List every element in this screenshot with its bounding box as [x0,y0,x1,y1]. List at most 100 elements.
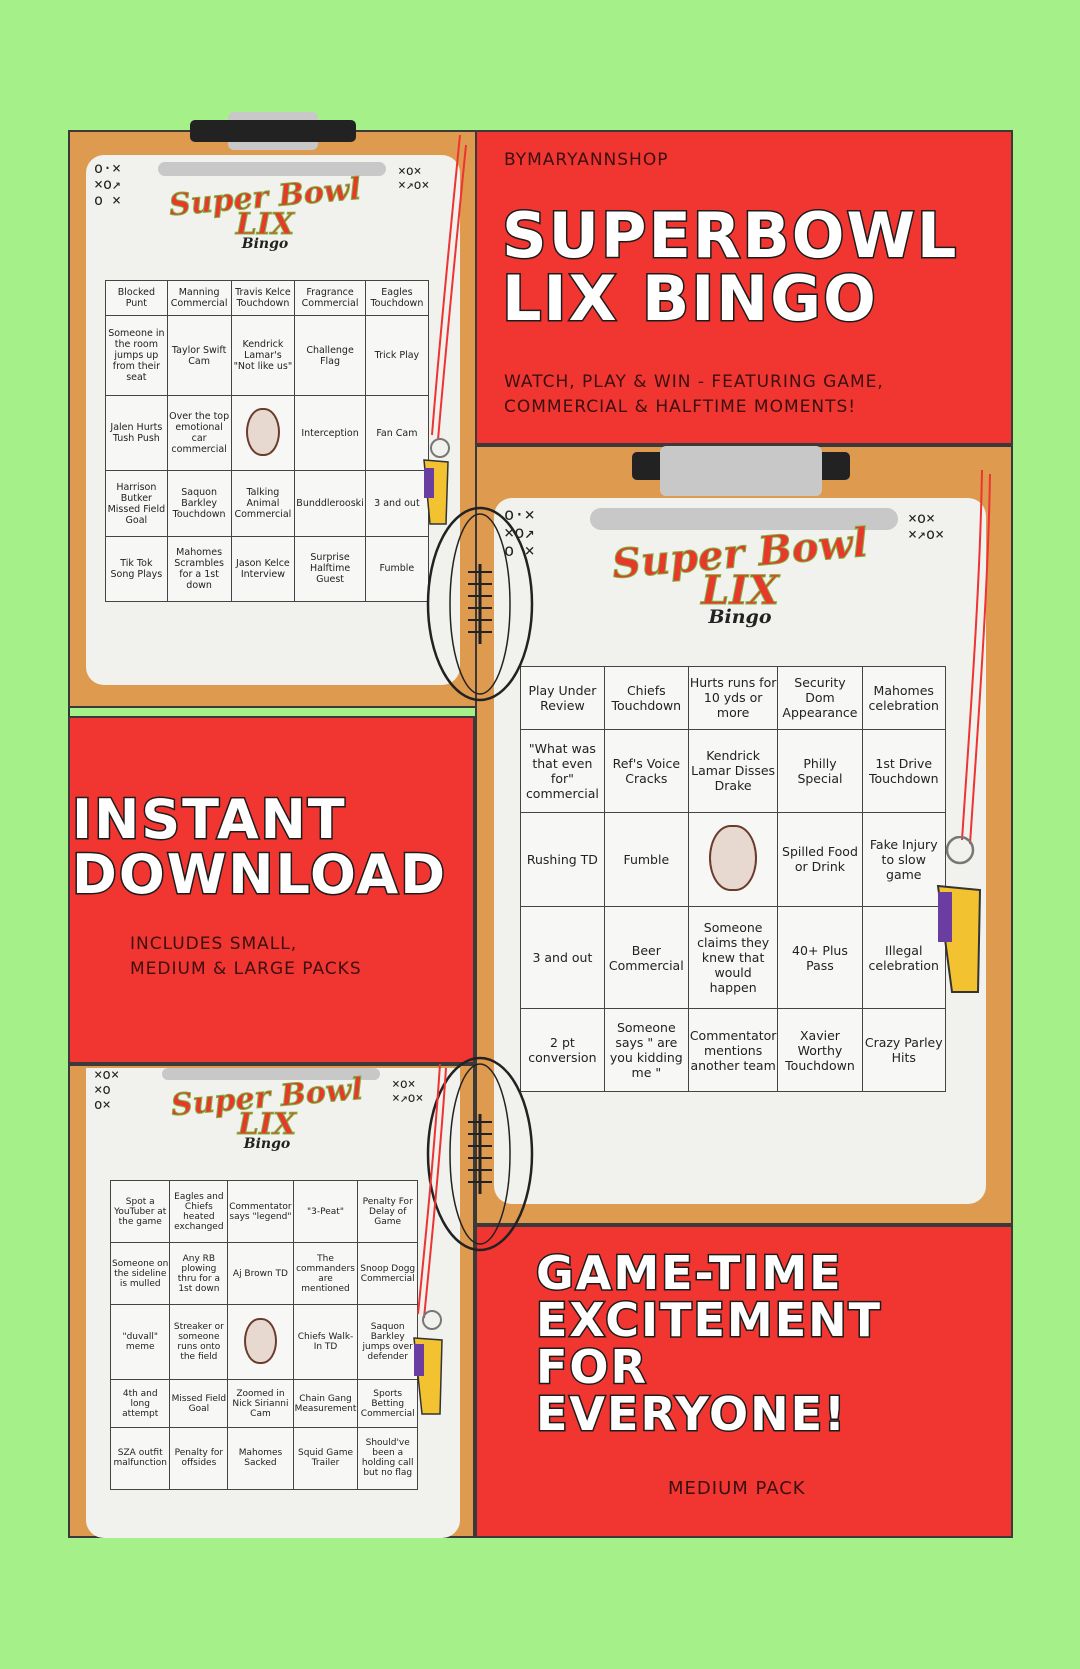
logo-line3: Bingo [241,236,289,252]
title-line-1: SUPERBOWL [500,199,959,272]
logo-super-bowl-lix-small-bottom: Super Bowl LIX Bingo [162,1071,372,1152]
subtitle-line-2: COMMERCIAL & HALFTIME MOMENTS! [504,397,857,417]
bingo-cell: Rushing TD [520,811,605,908]
bingo-cell: "What was that even for" commercial [520,728,605,813]
bingo-cell: 1st Drive Touchdown [861,728,946,813]
whistle-icon [423,438,450,525]
panel-instant-download [68,716,475,1064]
bingo-cell: Kendrick Lamar's "Not like us" [230,314,296,397]
bingo-cell: 3 and out [364,470,430,537]
bingo-cell: Beer Commercial [603,906,689,1010]
subtitle-line-1: WATCH, PLAY & WIN - FEATURING GAME, [504,372,884,392]
bingo-cell: Play Under Review [520,666,605,730]
bingo-cell: Someone in the room jumps up from their … [105,314,168,397]
bingo-cell: Chain Gang Measurement [292,1379,359,1428]
free-space-cell [227,1304,294,1381]
clipboard-clip-base-medium [590,508,898,530]
clipboard-clip-medium-icon [660,446,822,496]
bingo-cell: 40+ Plus Pass [777,906,863,1010]
title-line-2: LIX BINGO [500,262,878,336]
bingo-cell: Taylor Swift Cam [166,314,232,397]
bingo-cell: Snoop Dogg Commercial [357,1242,418,1306]
excitement-line-4: EVERYONE! [535,1386,848,1441]
logo-line3-b: Bingo [243,1136,291,1152]
bingo-cell: Penalty for offsides [169,1426,229,1491]
instant-line-2: DOWNLOAD [70,843,448,907]
bingo-cell: Mahomes Sacked [227,1426,294,1491]
logo-super-bowl-lix-small-top: Super Bowl LIX Bingo [160,171,370,252]
bingo-cell: Harrison Butker Missed Field Goal [105,470,168,537]
bingo-cell: Chiefs Touchdown [603,666,689,730]
bingo-cell: Zoomed in Nick Sirianni Cam [227,1379,294,1428]
bingo-cell: Missed Field Goal [169,1379,229,1428]
bingo-cell: Sports Betting Commercial [357,1379,418,1428]
bingo-cell: Fan Cam [364,395,430,472]
free-space-cell [687,811,779,908]
bingo-cell: 4th and long attempt [109,1379,171,1428]
bingo-cell: Talking Animal Commercial [230,470,296,537]
bingo-cell: Someone claims they knew that would happ… [687,906,779,1010]
bingo-cell: SZA outfit malfunction [109,1426,171,1491]
bingo-cell: Spilled Food or Drink [777,811,863,908]
logo-line2-b: LIX [237,1107,297,1143]
logo-line2: LIX [235,207,295,243]
play-diagram-icon-bottom-right: ×o××↗o× [392,1077,424,1106]
bingo-cell: Bunddlerooski [294,470,366,537]
clipboard-clip-base [158,162,386,176]
bingo-cell: Mahomes Scrambles for a 1st down [166,535,232,603]
lanyard-top [431,135,467,441]
bingo-cell: Jason Kelce Interview [230,535,296,603]
includes-text: INCLUDES SMALL, MEDIUM & LARGE PACKS [130,932,362,982]
bingo-cell: "3-Peat" [292,1179,359,1244]
mascot-icon [243,1317,278,1364]
bingo-cell: Surprise Halftime Guest [294,535,366,603]
subtitle: WATCH, PLAY & WIN - FEATURING GAME, COMM… [504,370,884,420]
pack-label: MEDIUM PACK [668,1478,806,1499]
bingo-cell: Aj Brown TD [227,1242,294,1306]
clipboard-clip-base-bottom [162,1068,380,1080]
bingo-cell: Crazy Parley Hits [861,1008,946,1092]
includes-line-2: MEDIUM & LARGE PACKS [130,959,362,979]
bingo-cell: Chiefs Walk-In TD [292,1304,359,1381]
panel-title [475,130,1013,445]
clipboard-clip-bar [190,120,356,142]
panel-excitement [475,1225,1013,1538]
lanyard-medium [961,470,991,845]
bingo-cell: Squid Game Trailer [292,1426,359,1491]
logo-line2-m: LIX [701,567,780,615]
free-space-cell [230,395,296,472]
bingo-cell: Commentator mentions another team [687,1008,779,1092]
logo-super-bowl-lix-medium: Super Bowl LIX Bingo [600,518,880,628]
instant-download-heading: INSTANT DOWNLOAD [70,788,448,907]
football-icon-lower [426,1056,534,1252]
bingo-cell: Xavier Worthy Touchdown [777,1008,863,1092]
bingo-cell: Mahomes celebration [861,666,946,730]
bingo-cell: Someone on the sideline is mulled [109,1242,171,1306]
instant-line-1: INSTANT [70,788,347,851]
excitement-heading: GAME-TIME EXCITEMENT FOR EVERYONE! [535,1248,882,1441]
bingo-cell: Trick Play [364,314,430,397]
play-diagram-icon: o·××o↗o × [94,159,122,209]
bingo-cell: Interception [294,395,366,472]
bingo-cell: Security Dom Appearance [777,666,863,730]
bingo-cell: Eagles and Chiefs heated exchanged [169,1179,229,1244]
brand-name: BYMARYANNSHOP [504,150,669,170]
football-icon [426,506,534,702]
bingo-cell: Illegal celebration [861,906,946,1010]
lanyard-bottom [417,1064,447,1319]
bingo-cell: Philly Special [777,728,863,813]
